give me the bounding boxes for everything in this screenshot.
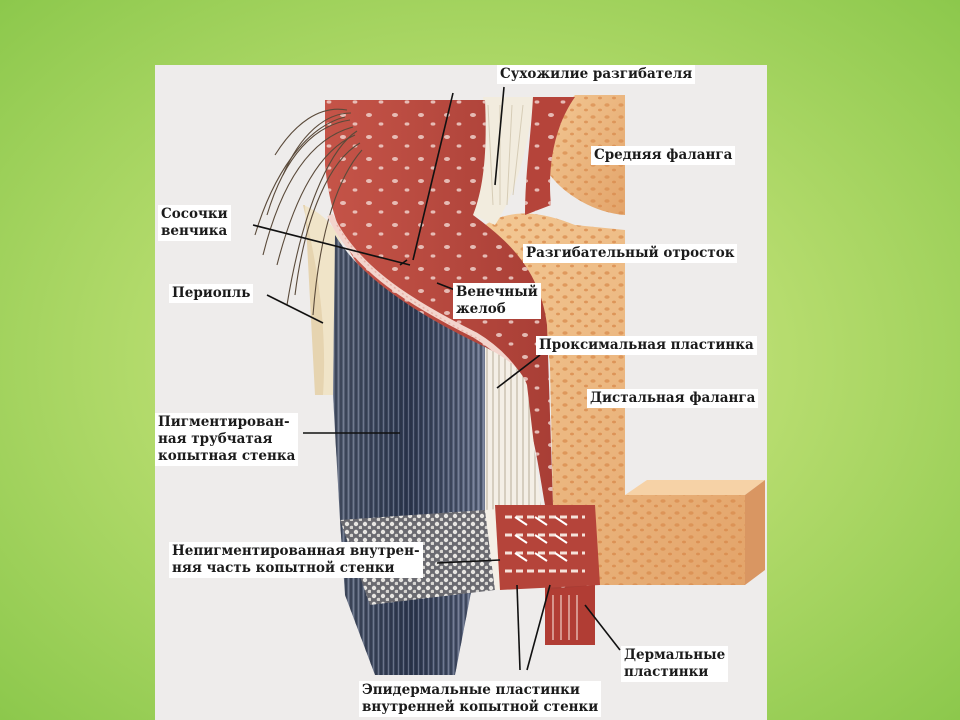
label-epidermal-laminae: Эпидермальные пластинки внутренней копыт… [359,681,602,717]
label-proximal-lamina: Проксимальная пластинка [536,336,757,355]
leader-dermal-laminae [584,604,621,651]
label-coronary-groove: Венечный желоб [453,283,541,319]
label-extensor-process: Разгибательный отросток [523,244,738,263]
label-periople: Периопль [169,284,254,303]
label-distal-phalanx: Дистальная фаланга [587,389,759,408]
laminae-interdigitation [495,505,600,645]
leader-lines [252,86,621,671]
leader-epidermal-laminae-1 [516,584,521,671]
label-pigmented-wall: Пигментирован- ная трубчатая копытная ст… [155,413,299,466]
leader-proximal-lamina [496,354,541,389]
leader-unpigmented-wall [436,559,501,564]
leader-coronary-papillae [252,224,411,266]
leader-epidermal-laminae-2 [526,584,551,671]
label-middle-phalanx: Средняя фаланга [591,146,736,165]
middle-phalanx-bone [546,95,625,215]
label-dermal-laminae: Дермальные пластинки [621,646,729,682]
dermis-region [325,97,595,645]
leader-coronary-groove [436,282,456,291]
leader-tendon-hook [399,259,408,266]
label-coronary-papillae: Сосочки венчика [158,205,231,241]
hoof-illustration: Сухожилие разгибателя Средняя фаланга Со… [155,65,767,720]
leader-periople [266,294,324,324]
leader-tendon-to-groove [412,92,454,261]
label-extensor-tendon: Сухожилие разгибателя [497,65,696,84]
proximal-lamina-zone [485,347,541,520]
extensor-tendon-band [473,97,533,225]
hoof-cross-section-drawing [252,86,765,675]
label-unpigmented-wall: Непигментированная внутрен- няя часть ко… [169,542,423,578]
leader-extensor-tendon [494,86,505,186]
hair-tuft [254,108,363,316]
